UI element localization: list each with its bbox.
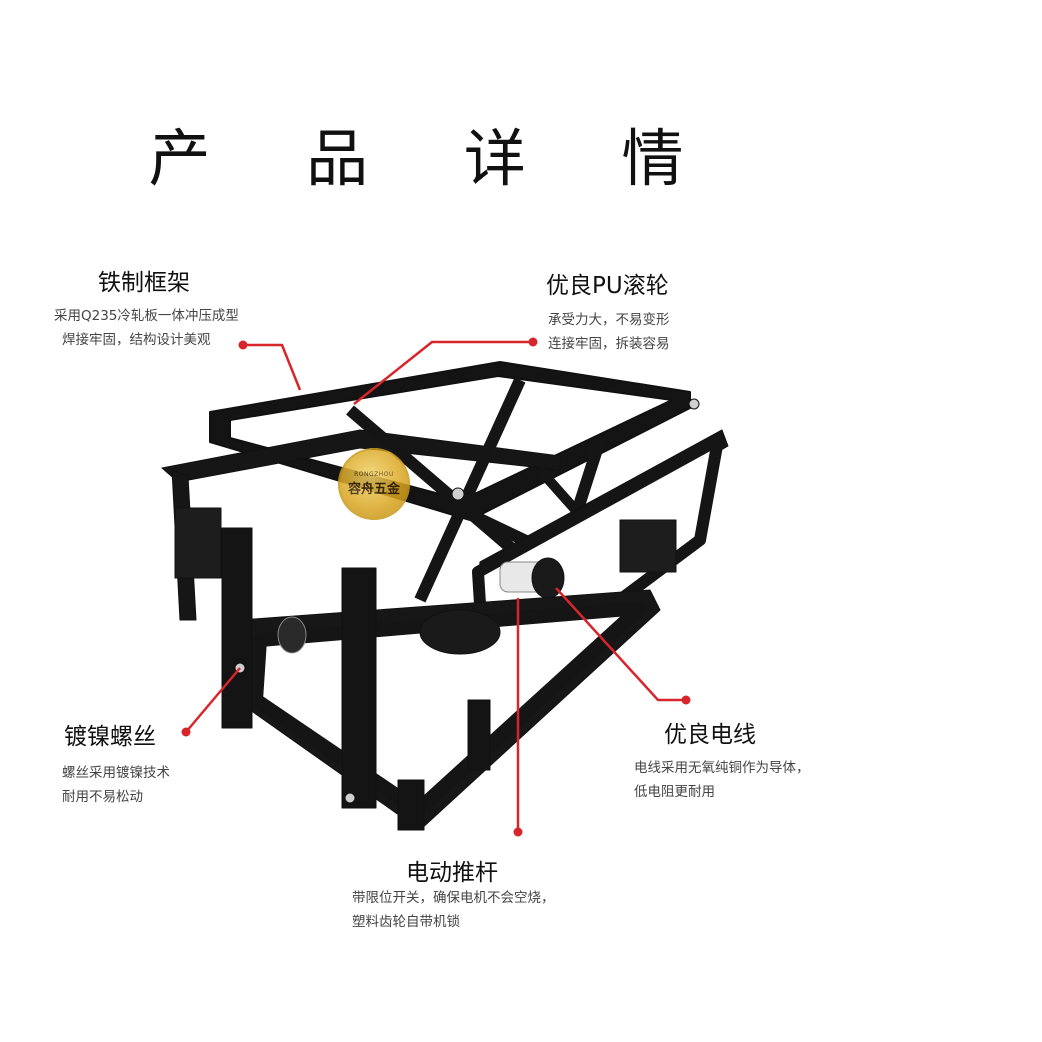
- page-title: 产 品 详 情: [148, 122, 722, 195]
- wire-feature-desc: 电线采用无氧纯铜作为导体， 低电阻更耐用: [634, 756, 810, 804]
- screws-feature-desc: 螺丝采用镀镍技术 耐用不易松动: [62, 761, 170, 809]
- wheels-desc-line: 连接牢固，拆装容易: [548, 336, 670, 352]
- callout-wheels-line: [353, 340, 533, 405]
- wire-desc-line: 电线采用无氧纯铜作为导体，: [634, 760, 810, 776]
- frame-feature-desc: 采用Q235冷轧板一体冲压成型 焊接牢固，结构设计美观: [54, 304, 239, 352]
- actuator-desc-line: 带限位开关，确保电机不会空烧，: [352, 890, 555, 906]
- callout-wire-line: [555, 587, 686, 702]
- frame-feature-title: 铁制框架: [98, 270, 190, 296]
- wire-feature-title: 优良电线: [664, 722, 756, 748]
- frame-drawing: [161, 361, 729, 831]
- brand-watermark: RONGZHOU 容舟五金: [338, 448, 410, 520]
- wheels-feature-title: 优良PU滚轮: [546, 273, 669, 299]
- actuator-feature-desc: 带限位开关，确保电机不会空烧， 塑料齿轮自带机锁: [352, 886, 555, 934]
- actuator-desc-line: 塑料齿轮自带机锁: [352, 914, 460, 930]
- callout-screws-line: [185, 667, 241, 733]
- watermark-name: 容舟五金: [347, 482, 400, 497]
- screws-desc-line: 螺丝采用镀镍技术: [62, 765, 170, 781]
- watermark-latin: RONGZHOU: [354, 471, 394, 478]
- callout-lines: [185, 340, 686, 832]
- wheels-feature-desc: 承受力大，不易变形 连接牢固，拆装容易: [548, 308, 670, 356]
- screws-feature-title: 镀镍螺丝: [64, 724, 156, 750]
- frame-desc-line: 采用Q235冷轧板一体冲压成型: [54, 308, 239, 324]
- wheels-desc-line: 承受力大，不易变形: [548, 312, 670, 328]
- screws-desc-line: 耐用不易松动: [62, 789, 143, 805]
- wire-desc-line: 低电阻更耐用: [634, 784, 715, 800]
- callout-dots: [181, 337, 691, 837]
- frame-desc-line: 焊接牢固，结构设计美观: [62, 332, 211, 348]
- callout-frame-line: [243, 343, 302, 391]
- actuator-feature-title: 电动推杆: [406, 860, 498, 886]
